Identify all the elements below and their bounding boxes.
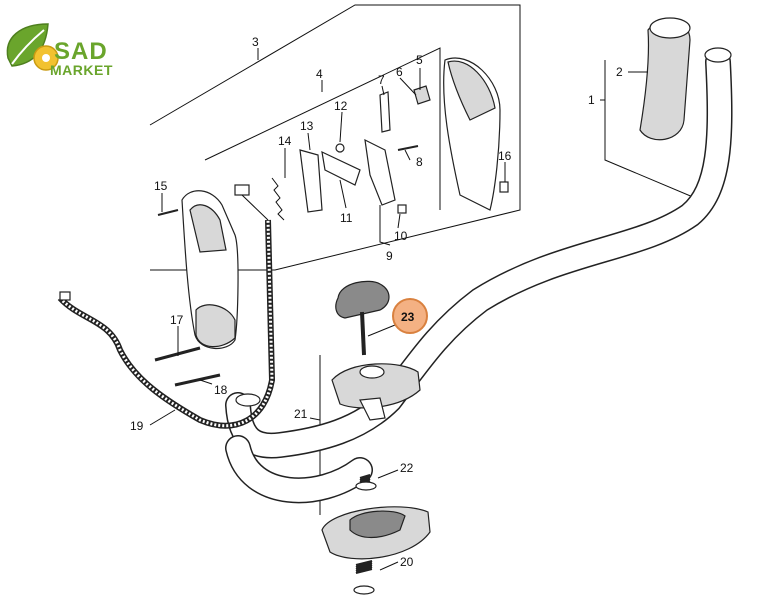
clamp-lower-recess [349, 510, 406, 539]
leader-8 [404, 149, 411, 161]
highlight-circle [392, 298, 428, 334]
cable-end-wire [241, 194, 269, 221]
throttle-cable-inner [58, 219, 274, 428]
callout-4[interactable]: 4 [316, 67, 323, 81]
callout-20[interactable]: 20 [400, 555, 414, 569]
callout-5[interactable]: 5 [416, 53, 423, 67]
knob-screw-shaft [360, 311, 366, 356]
screw-15 [157, 209, 179, 216]
clamp-hole [359, 365, 385, 379]
grip-cap [649, 17, 691, 39]
part-10 [397, 204, 407, 214]
pin-8 [397, 145, 419, 151]
group-1-outline [604, 60, 701, 201]
logo-text-market: MARKET [50, 62, 113, 78]
part-12 [335, 143, 345, 153]
callout-17[interactable]: 17 [170, 313, 184, 327]
leader-7 [381, 85, 385, 96]
sad-market-logo[interactable]: SAD MARKET [2, 18, 118, 84]
handle-bar-lower [226, 436, 372, 502]
callout-12[interactable]: 12 [334, 99, 348, 113]
leader-20 [379, 561, 399, 571]
callout-9[interactable]: 9 [386, 249, 393, 263]
callout-8[interactable]: 8 [416, 155, 423, 169]
spring-20 [355, 560, 373, 574]
leader-11 [339, 179, 347, 209]
callout-1[interactable]: 1 [588, 93, 595, 107]
leader-19 [149, 409, 176, 426]
part-7 [379, 91, 391, 133]
callout-23: 23 [401, 310, 415, 324]
knob-screw-head[interactable] [335, 280, 390, 319]
callout-2[interactable]: 2 [616, 65, 623, 79]
group-3-outline [149, 4, 521, 271]
nut-16 [499, 181, 509, 193]
cable-end-clip [234, 184, 250, 196]
leader-9 [379, 205, 391, 246]
handle-bar-end-lower [235, 393, 261, 407]
spring-22-base [355, 481, 377, 491]
leader-13 [307, 132, 311, 151]
group-4-outline [204, 47, 441, 210]
callout-22[interactable]: 22 [400, 461, 414, 475]
callout-14[interactable]: 14 [278, 134, 292, 148]
leader-18 [199, 379, 213, 385]
spring-14 [271, 177, 285, 221]
handle-bar[interactable] [226, 50, 732, 458]
leader-22 [377, 469, 399, 479]
leaf-icon [6, 23, 59, 71]
clamp-upper[interactable] [331, 363, 421, 409]
part-6 [413, 85, 431, 105]
callout-13[interactable]: 13 [300, 119, 314, 133]
leader-12 [339, 111, 343, 143]
screw-18 [174, 373, 221, 387]
leader-6 [399, 77, 417, 96]
handle-bar-end [704, 47, 732, 63]
control-handle-base [195, 304, 236, 348]
leader-21 [309, 417, 321, 421]
callout-11[interactable]: 11 [340, 211, 353, 225]
callout-3[interactable]: 3 [252, 35, 259, 49]
callout-19[interactable]: 19 [130, 419, 144, 433]
callout-16[interactable]: 16 [498, 149, 512, 163]
handle-half-top [447, 60, 496, 121]
clamp-tab [359, 397, 386, 421]
leader-23 [367, 324, 396, 337]
callout-10[interactable]: 10 [394, 229, 408, 243]
throttle-trigger[interactable] [364, 138, 396, 206]
leader-10 [397, 213, 401, 229]
lever-11 [321, 150, 361, 186]
cable-connector [59, 291, 71, 301]
control-handle-top [189, 204, 227, 253]
callout-15[interactable]: 15 [154, 179, 168, 193]
callout-23-highlight[interactable]: 23 [392, 298, 428, 334]
callout-6[interactable]: 6 [396, 65, 403, 79]
callout-21[interactable]: 21 [294, 407, 308, 421]
interlock-lever[interactable] [299, 149, 323, 213]
callout-18[interactable]: 18 [214, 383, 228, 397]
callout-7[interactable]: 7 [378, 73, 385, 87]
spring-20-base [353, 585, 375, 595]
logo-text-sad: SAD [54, 38, 108, 65]
